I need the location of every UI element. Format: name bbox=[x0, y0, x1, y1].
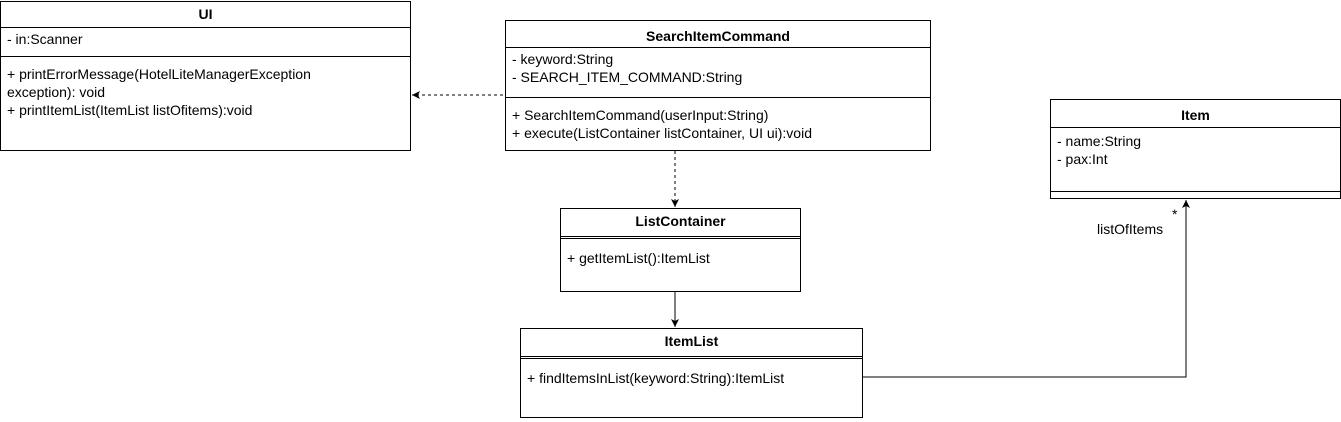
attribute: - keyword:String bbox=[512, 51, 614, 67]
class-search-item-command-name: SearchItemCommand bbox=[506, 21, 930, 48]
association-multiplicity: * bbox=[1172, 206, 1178, 222]
class-list-container[interactable]: ListContainer + getItemList():ItemList bbox=[560, 208, 801, 292]
operation: + SearchItemCommand(userInput:String) bbox=[512, 107, 769, 123]
class-ui-name: UI bbox=[1, 2, 410, 28]
attribute: - pax:Int bbox=[1057, 151, 1108, 167]
association-role-label: listOfItems bbox=[1097, 221, 1164, 237]
operation: + findItemsInList(keyword:String):ItemLi… bbox=[527, 370, 785, 386]
attribute: - in:Scanner bbox=[7, 31, 83, 47]
operation: + printItemList(ItemList listOfitems):vo… bbox=[7, 102, 253, 118]
class-item-attributes: - name:String - pax:Int bbox=[1051, 128, 1340, 192]
class-search-item-command[interactable]: SearchItemCommand - keyword:String - SEA… bbox=[505, 20, 931, 151]
class-item-name: Item bbox=[1051, 100, 1340, 128]
operation: + execute(ListContainer listContainer, U… bbox=[512, 125, 812, 141]
class-item-list-name: ItemList bbox=[521, 329, 862, 359]
class-item-list-operations: + findItemsInList(keyword:String):ItemLi… bbox=[521, 359, 862, 387]
class-search-item-command-attributes: - keyword:String - SEARCH_ITEM_COMMAND:S… bbox=[506, 48, 930, 98]
class-ui-operations: + printErrorMessage(HotelLiteManagerExce… bbox=[1, 57, 410, 119]
attribute: - name:String bbox=[1057, 133, 1142, 149]
class-list-container-name: ListContainer bbox=[561, 209, 800, 239]
operation: + getItemList():ItemList bbox=[567, 250, 710, 266]
class-ui[interactable]: UI - in:Scanner + printErrorMessage(Hote… bbox=[0, 1, 411, 151]
class-item[interactable]: Item - name:String - pax:Int bbox=[1050, 99, 1341, 199]
class-list-container-operations: + getItemList():ItemList bbox=[561, 239, 800, 267]
class-item-list[interactable]: ItemList + findItemsInList(keyword:Strin… bbox=[520, 328, 863, 418]
class-ui-attributes: - in:Scanner bbox=[1, 28, 410, 57]
association-itemlist-to-item bbox=[862, 200, 1190, 378]
operation: + printErrorMessage(HotelLiteManagerExce… bbox=[7, 66, 311, 100]
class-search-item-command-operations: + SearchItemCommand(userInput:String) + … bbox=[506, 98, 930, 142]
attribute: - SEARCH_ITEM_COMMAND:String bbox=[512, 69, 743, 85]
